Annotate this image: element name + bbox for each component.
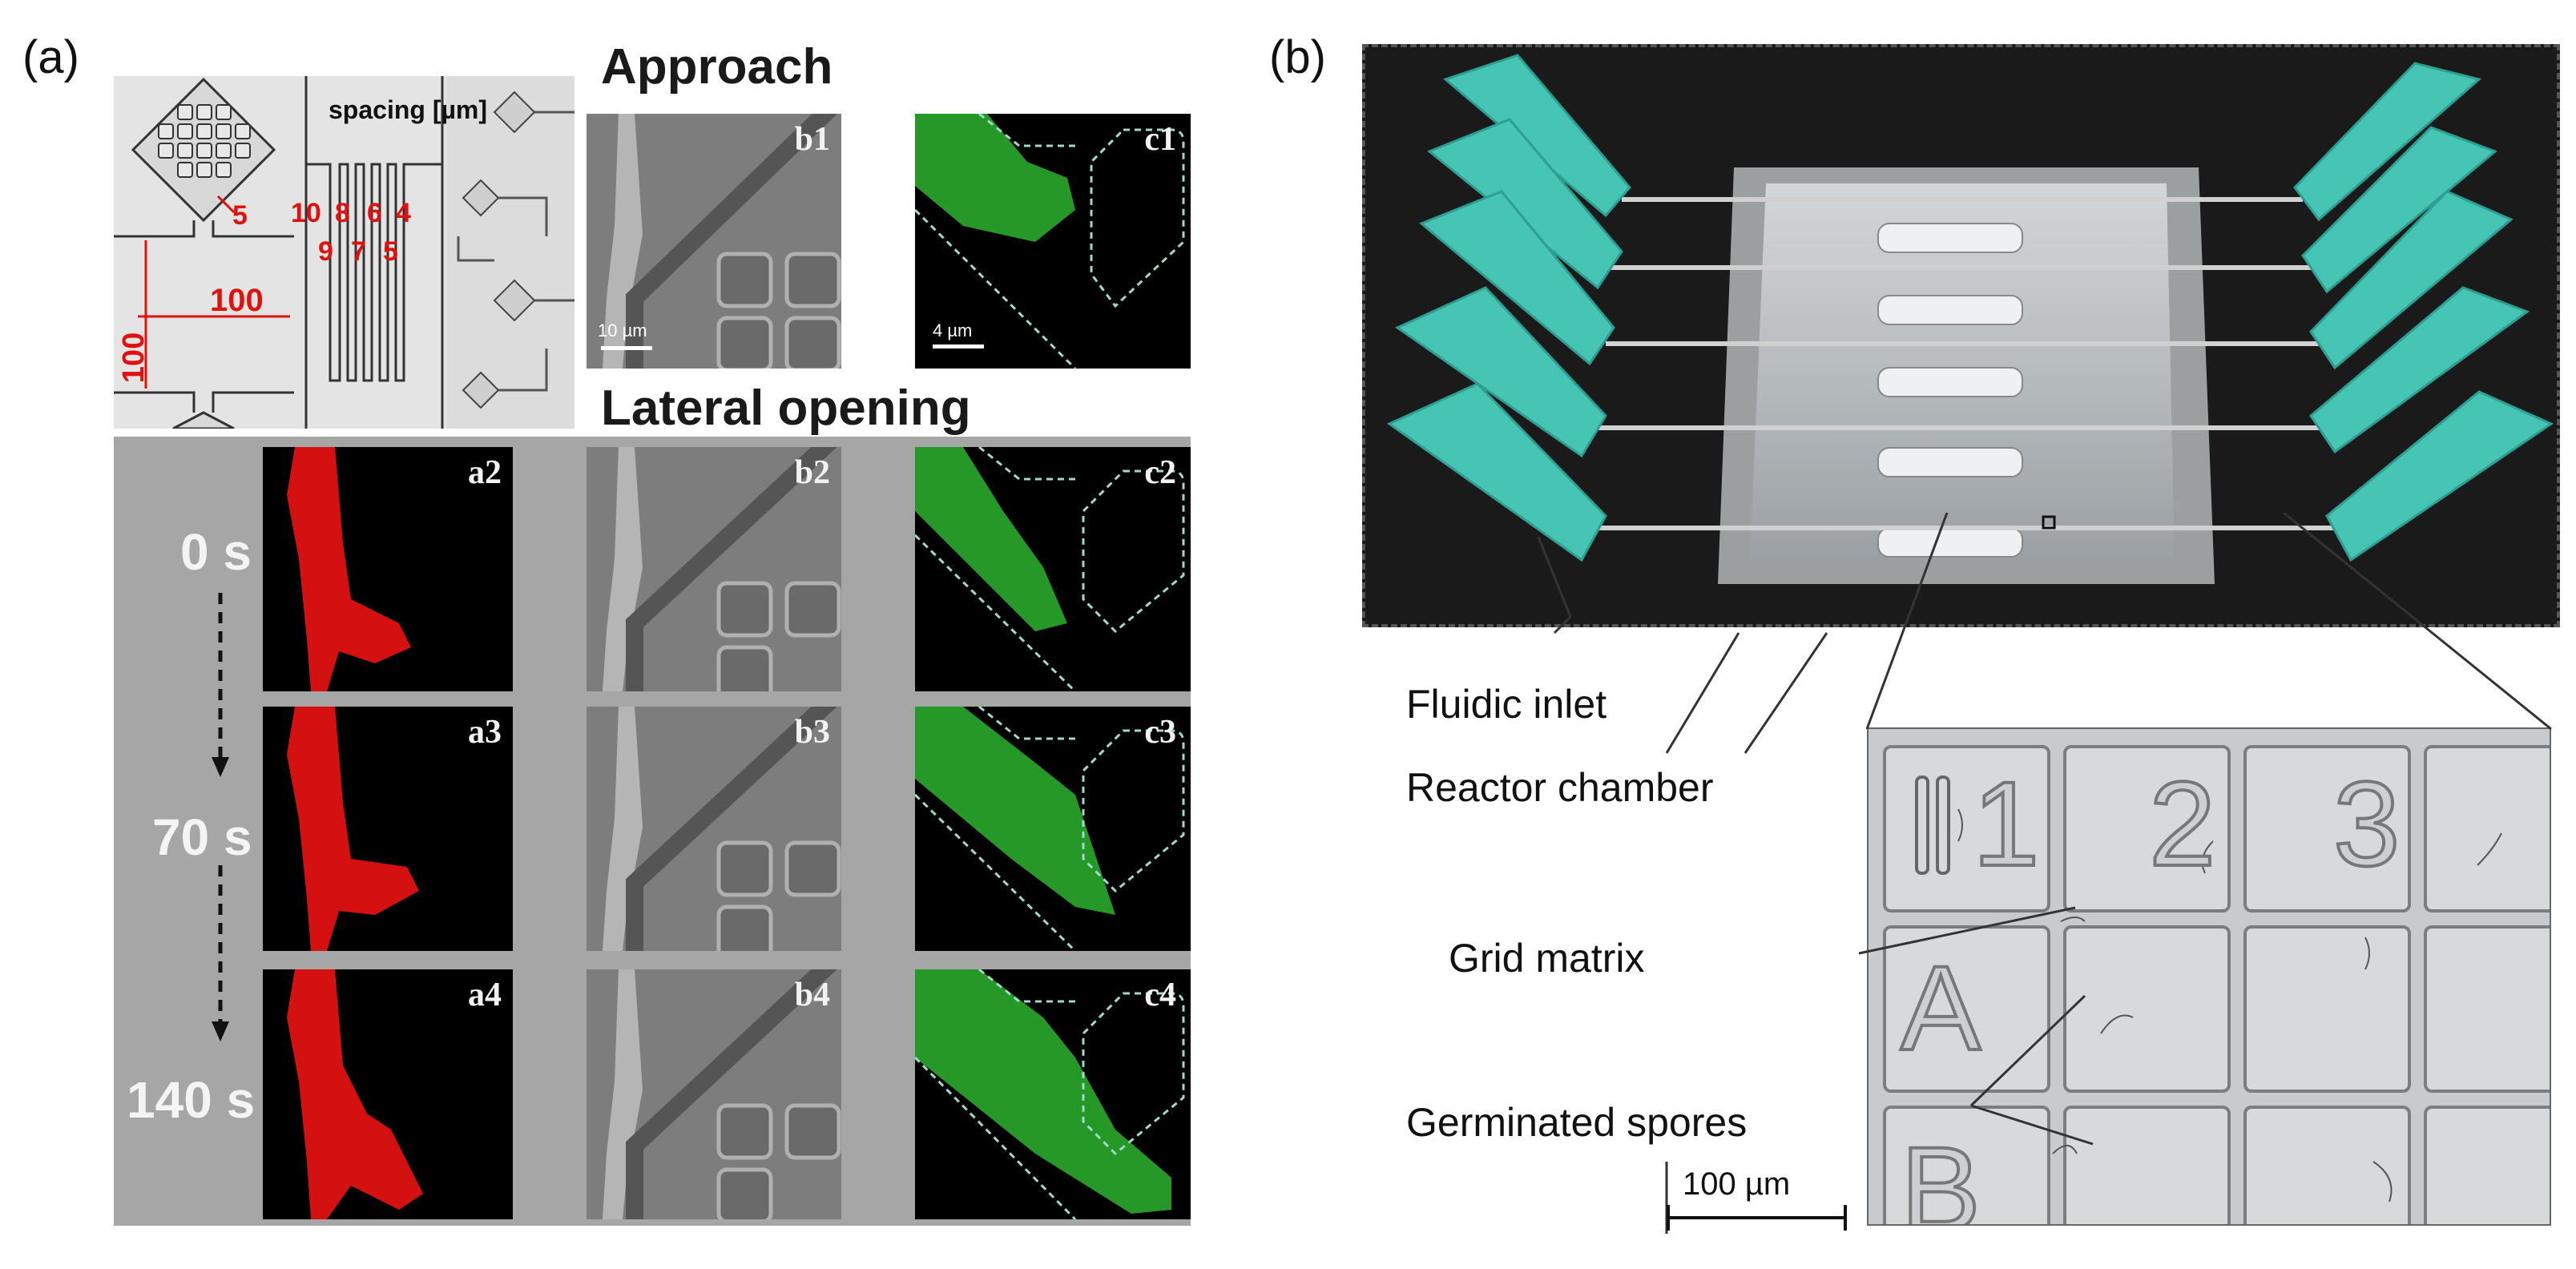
spacing-title: spacing [µm] <box>329 95 488 124</box>
brightfield-tile-b1: b1 10 µm <box>587 114 841 369</box>
lateral-opening-heading: Lateral opening <box>601 381 971 436</box>
brightfield-tile-b2: b2 <box>587 447 841 691</box>
red-tile-a2: a2 <box>263 447 513 691</box>
time-label-140s: 140 s <box>127 1071 256 1129</box>
grid-col-label: 3 <box>2332 755 2401 892</box>
tile-label-c3: c3 <box>1144 714 1176 751</box>
panel-a-letter: (a) <box>22 31 79 83</box>
tile-label-c1: c1 <box>1144 121 1176 158</box>
chamber-width-label: 100 <box>210 283 264 318</box>
tile-label-b4: b4 <box>794 977 830 1013</box>
spacing-label: 5 <box>383 236 398 267</box>
scale-label-b1: 10 µm <box>598 320 647 340</box>
time-label-70s: 70 s <box>152 808 252 866</box>
label-grid-matrix: Grid matrix <box>1449 936 1645 981</box>
fluorescence-tile-c1: c1 4 µm <box>915 114 1191 369</box>
microstructure-schematic: spacing [µm] 5 10 8 6 4 9 7 5 100 100 <box>114 76 574 430</box>
spacing-label: 6 <box>367 198 382 228</box>
time-label-0s: 0 s <box>180 523 252 581</box>
diamond-spacing-label: 5 <box>232 200 248 231</box>
callout-leader-lines <box>1537 513 2552 1234</box>
panel-b-letter: (b) <box>1269 31 1326 83</box>
scale-bar-tick <box>1844 1205 1847 1231</box>
spacing-label: 4 <box>396 198 411 228</box>
grid-micrograph: 1 2 3 A B <box>1867 727 2551 1226</box>
grid-col-label: 1 <box>1971 755 2041 892</box>
tile-label-a2: a2 <box>468 454 502 491</box>
time-arrow-icon <box>212 593 229 1041</box>
device-photo <box>1362 44 2560 627</box>
tile-label-c4: c4 <box>1144 977 1176 1013</box>
green-tile-c2: c2 <box>915 447 1191 691</box>
spacing-label: 9 <box>318 236 333 267</box>
tile-label-a3: a3 <box>468 714 502 751</box>
label-germinated-spores: Germinated spores <box>1406 1100 1748 1145</box>
tile-label-c2: c2 <box>1144 454 1176 491</box>
chamber-height-label: 100 <box>117 332 151 384</box>
spacing-label: 10 <box>291 198 321 228</box>
tile-label-b1: b1 <box>794 121 830 158</box>
green-tile-c4: c4 <box>915 969 1191 1219</box>
scale-bar <box>1667 1216 1847 1219</box>
grid-col-label: 2 <box>2147 755 2217 892</box>
scale-bar-label: 100 µm <box>1683 1166 1791 1202</box>
label-fluidic-inlet: Fluidic inlet <box>1406 682 1607 727</box>
red-tile-a3: a3 <box>263 707 513 951</box>
brightfield-tile-b4: b4 <box>587 969 841 1219</box>
brightfield-tile-b3: b3 <box>587 707 841 951</box>
tile-label-b2: b2 <box>794 454 830 491</box>
grid-row-label: B <box>1899 1120 1982 1226</box>
tile-label-b3: b3 <box>794 714 830 751</box>
approach-heading: Approach <box>601 39 833 95</box>
spacing-label: 8 <box>335 198 350 228</box>
tile-label-a4: a4 <box>468 977 502 1013</box>
red-tile-a4: a4 <box>263 969 513 1219</box>
scale-label-c1: 4 µm <box>933 320 973 340</box>
scale-bar-tick <box>1667 1205 1670 1231</box>
spacing-label: 7 <box>351 236 366 267</box>
grid-row-label: A <box>1899 939 1982 1077</box>
green-tile-c3: c3 <box>915 707 1191 951</box>
label-reactor-chamber: Reactor chamber <box>1406 765 1714 810</box>
